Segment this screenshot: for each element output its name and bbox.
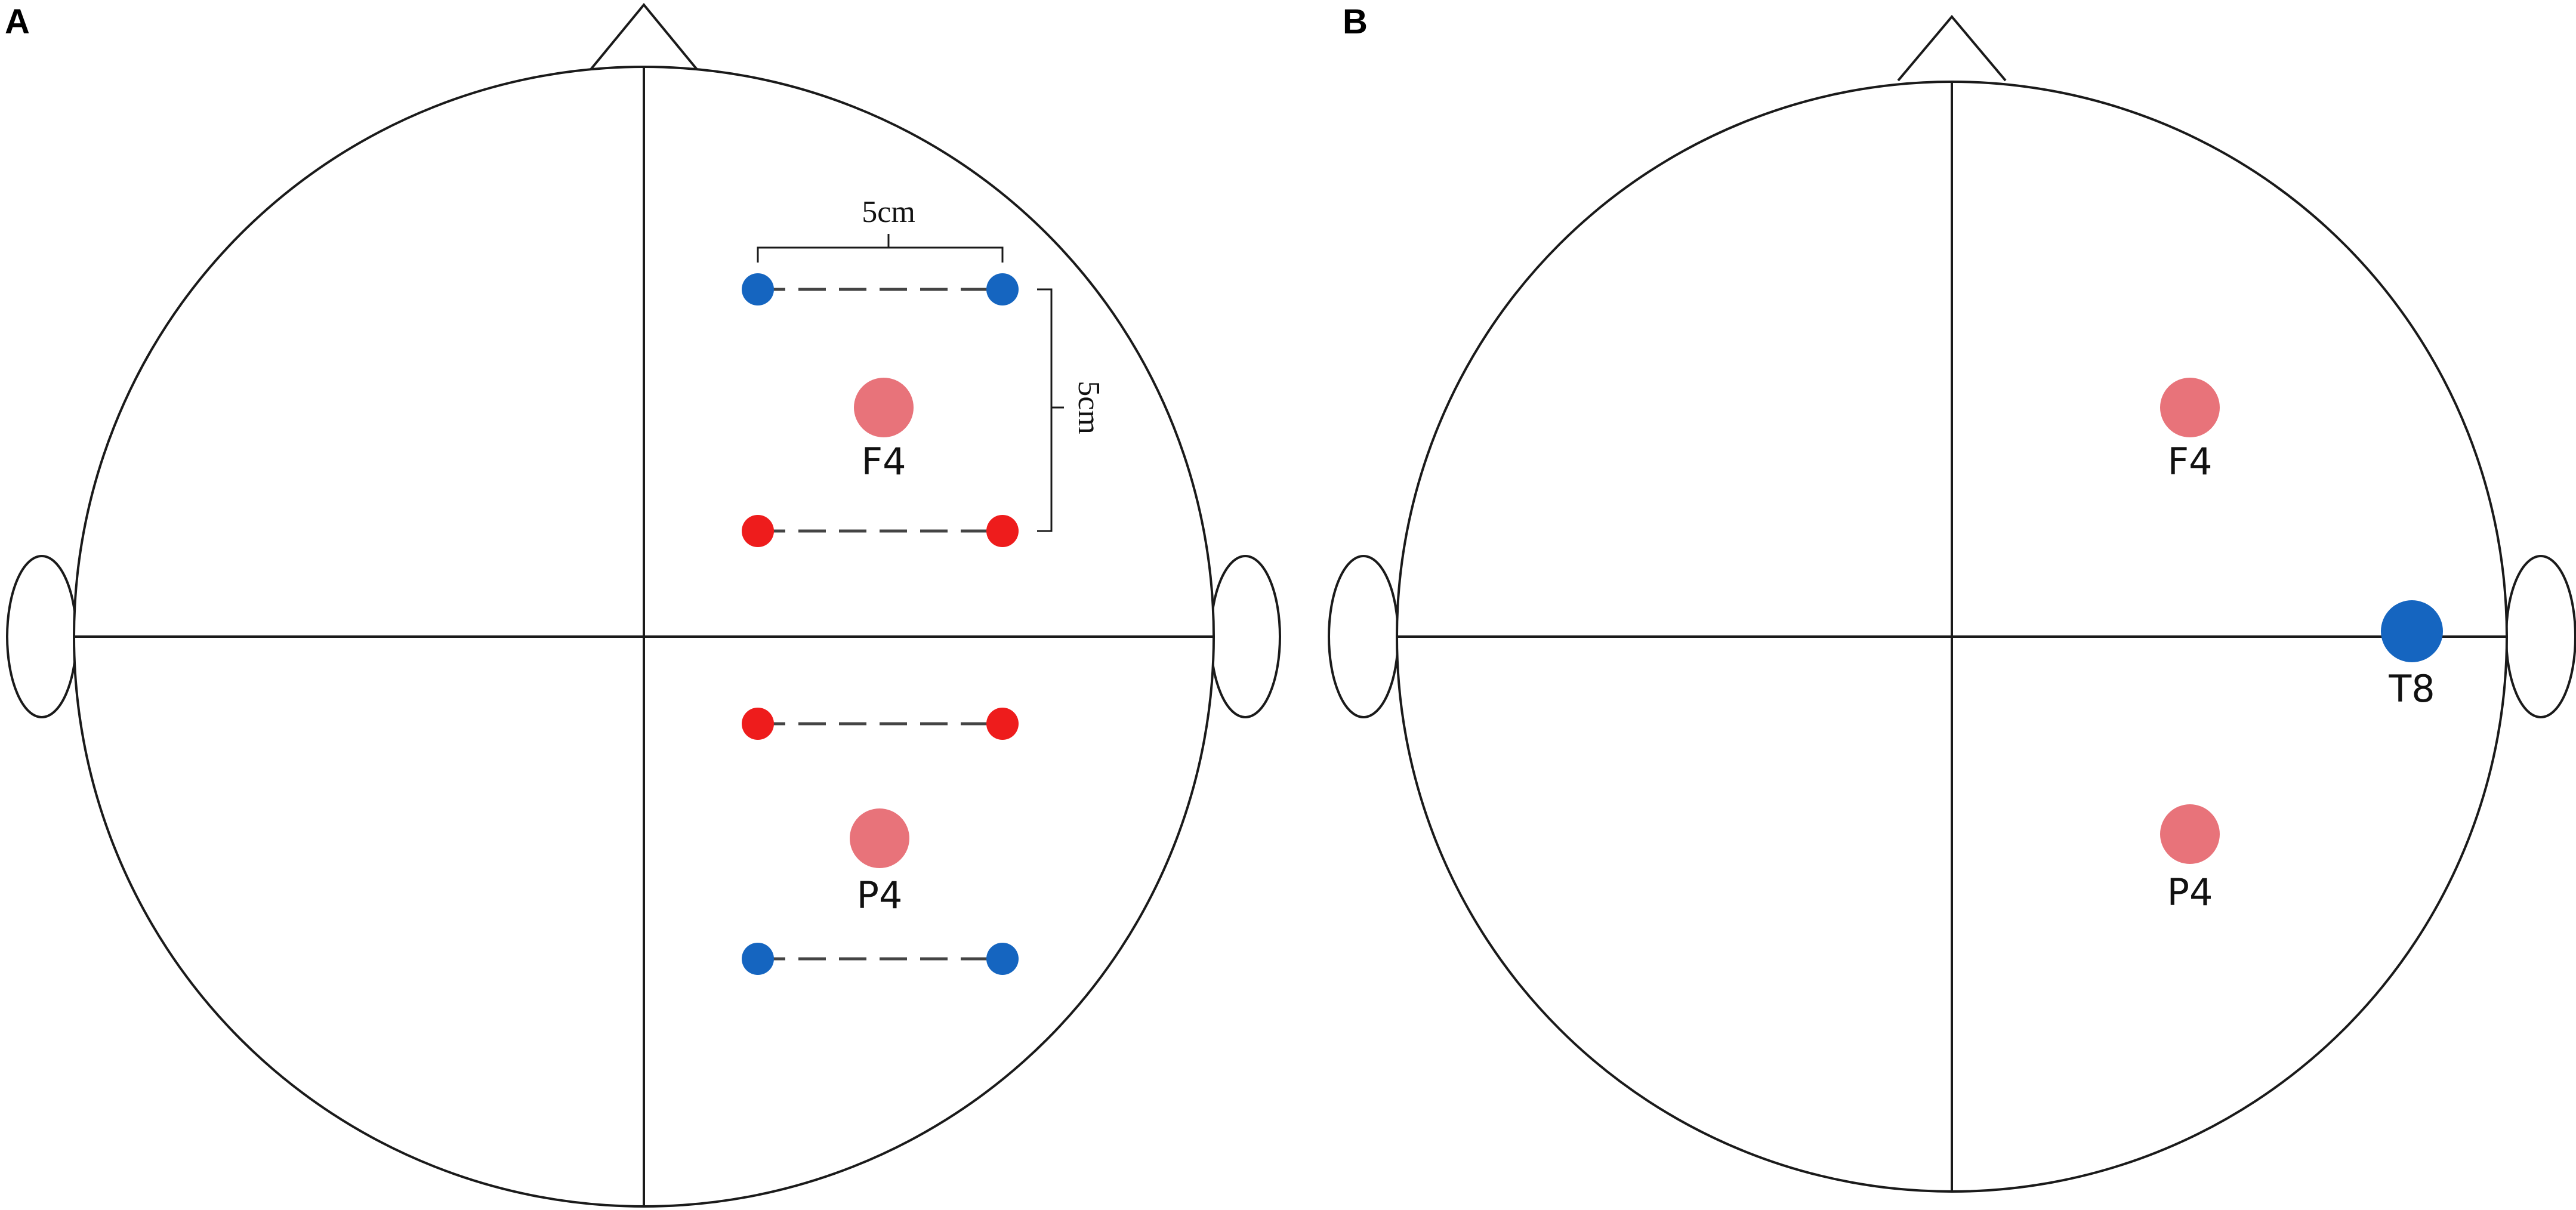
panel-a-anode-electrode bbox=[742, 515, 774, 547]
panel-a-cathode-electrode bbox=[742, 273, 774, 305]
panel-a-horizontal-dimension-label: 5cm bbox=[862, 195, 915, 229]
panel-b: B F4 P4 T8 bbox=[1328, 2, 2576, 1193]
panel-a-horizontal-bracket bbox=[757, 234, 1004, 263]
panel-b-p4-electrode bbox=[2160, 804, 2220, 864]
panel-b-f4-label: F4 bbox=[2167, 440, 2212, 483]
panel-a-p4-electrode bbox=[850, 808, 909, 868]
panel-a-anode-electrode bbox=[986, 515, 1019, 547]
panel-a-cathode-electrode bbox=[986, 273, 1019, 305]
panel-b-p4-label: P4 bbox=[2167, 871, 2213, 914]
panel-a: A F4 5cm 5cm P4 bbox=[5, 2, 1281, 1208]
panel-b-letter: B bbox=[1343, 2, 1368, 41]
panel-a-nose bbox=[585, 2, 703, 76]
panel-b-left-ear bbox=[1328, 555, 1399, 718]
panel-a-vertical-dimension-label: 5cm bbox=[1072, 381, 1106, 434]
panel-a-right-ear bbox=[1210, 555, 1281, 718]
panel-a-letter: A bbox=[5, 2, 30, 41]
panel-a-anode-electrode bbox=[742, 708, 774, 740]
panel-a-p4-label: P4 bbox=[857, 873, 903, 917]
panel-b-t8-electrode bbox=[2381, 600, 2443, 662]
panel-b-nose bbox=[1897, 14, 2007, 82]
panel-a-left-ear bbox=[6, 555, 78, 718]
panel-b-right-ear bbox=[2505, 555, 2576, 718]
panel-a-f4-label: F4 bbox=[861, 440, 906, 483]
panel-a-f4-electrode bbox=[854, 378, 914, 437]
panel-a-vertical-bracket bbox=[1037, 288, 1064, 532]
panel-a-anode-electrode bbox=[986, 708, 1019, 740]
panel-a-cathode-electrode bbox=[742, 943, 774, 975]
panel-b-f4-electrode bbox=[2160, 378, 2220, 437]
panel-a-cathode-electrode bbox=[986, 943, 1019, 975]
panel-b-t8-label: T8 bbox=[2388, 667, 2435, 711]
